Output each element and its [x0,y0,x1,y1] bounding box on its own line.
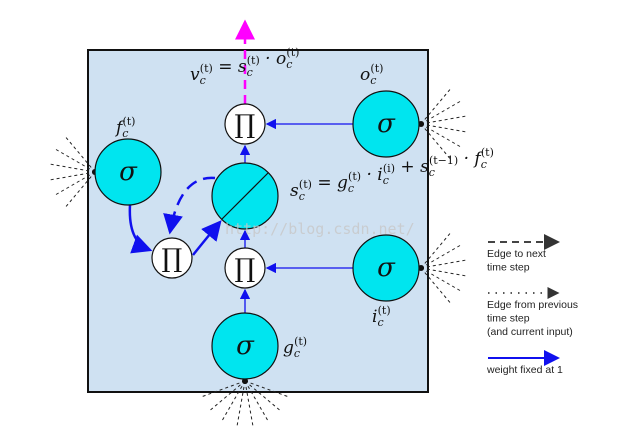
math-term: f [472,149,483,169]
sigma-symbol: σ [377,253,396,283]
superscript: (t) [378,304,391,317]
sigma-symbol: σ [377,109,396,139]
math-term: s [238,57,247,77]
math-term: · [260,49,276,69]
subscript: c [299,190,305,203]
subscript: c [200,74,206,87]
superscript: (t) [294,335,307,348]
input-edges [50,89,466,426]
subscript: c [481,158,487,171]
subscript: c [294,347,300,360]
output-gate-node: σ [352,90,420,158]
subscript: c [247,66,253,79]
subscript: c [383,174,389,187]
subscript: c [286,58,292,71]
math-term: s [420,157,429,177]
subscript: c [122,127,128,140]
superscript: (t) [200,62,213,75]
edge-product-to-cell [192,220,222,256]
math-term: = [312,173,337,193]
forget-product-node: ∏ [151,237,193,279]
edge-forget-to-product [128,204,153,254]
superscript: (t) [247,54,260,67]
legend-text: (and current input) [487,326,573,338]
sigma-symbol: σ [119,157,138,187]
input-product-node: ∏ [224,247,266,289]
cell-state-node [211,162,279,230]
math-term: o [276,49,286,69]
watermark: http://blog.csdn.net/ [225,220,415,238]
product-symbol: ∏ [235,110,256,140]
product-symbol: ∏ [235,254,256,284]
math-term: g [337,173,348,193]
legend-text: Edge from previous [487,299,578,311]
superscript: (t) [481,146,494,159]
output-eq-label: vc(t) = sc(t) · oc(t) [190,46,299,87]
superscript: (t) [348,170,361,183]
math-term: v [190,65,200,85]
math-term: · [458,149,474,169]
subscript: c [370,74,376,87]
subscript: c [348,182,354,195]
input-gate-node: σ [352,234,420,302]
input-node-node: σ [211,312,279,380]
forget-gate-label: fc(t) [114,115,135,140]
input-node-label: gc(t) [283,335,307,360]
output-gate-label: oc(t) [360,62,383,87]
math-term: g [283,338,294,358]
product-symbol: ∏ [162,244,183,274]
superscript: (i) [383,162,395,175]
superscript: (t) [122,115,135,128]
math-term: o [360,65,370,85]
sigma-symbol: σ [236,331,255,361]
input-gate-label: ic(t) [372,304,391,329]
math-term: i [372,307,377,327]
superscript: (t) [299,178,312,191]
output-product-node: ∏ [224,103,266,145]
state-eq-label: sc(t) = gc(t) · ic(i) + sc(t−1) · fc(t) [290,146,494,203]
math-term: f [114,118,125,138]
subscript: c [429,166,435,179]
superscript: (t) [286,46,299,59]
math-term: i [377,165,382,185]
legend-text: time step [487,262,530,274]
superscript: (t) [370,62,383,75]
self-recurrent-edge [163,176,216,235]
math-term: = [213,57,238,77]
legend-text: weight fixed at 1 [486,364,563,376]
math-term: + [395,157,420,177]
legend-text: Edge to next [487,248,546,260]
math-term: · [361,165,377,185]
forget-gate-node: σ [94,138,162,206]
math-term: s [290,181,299,201]
legend-text: time step [487,313,530,325]
superscript: (t−1) [429,154,458,167]
subscript: c [377,316,383,329]
